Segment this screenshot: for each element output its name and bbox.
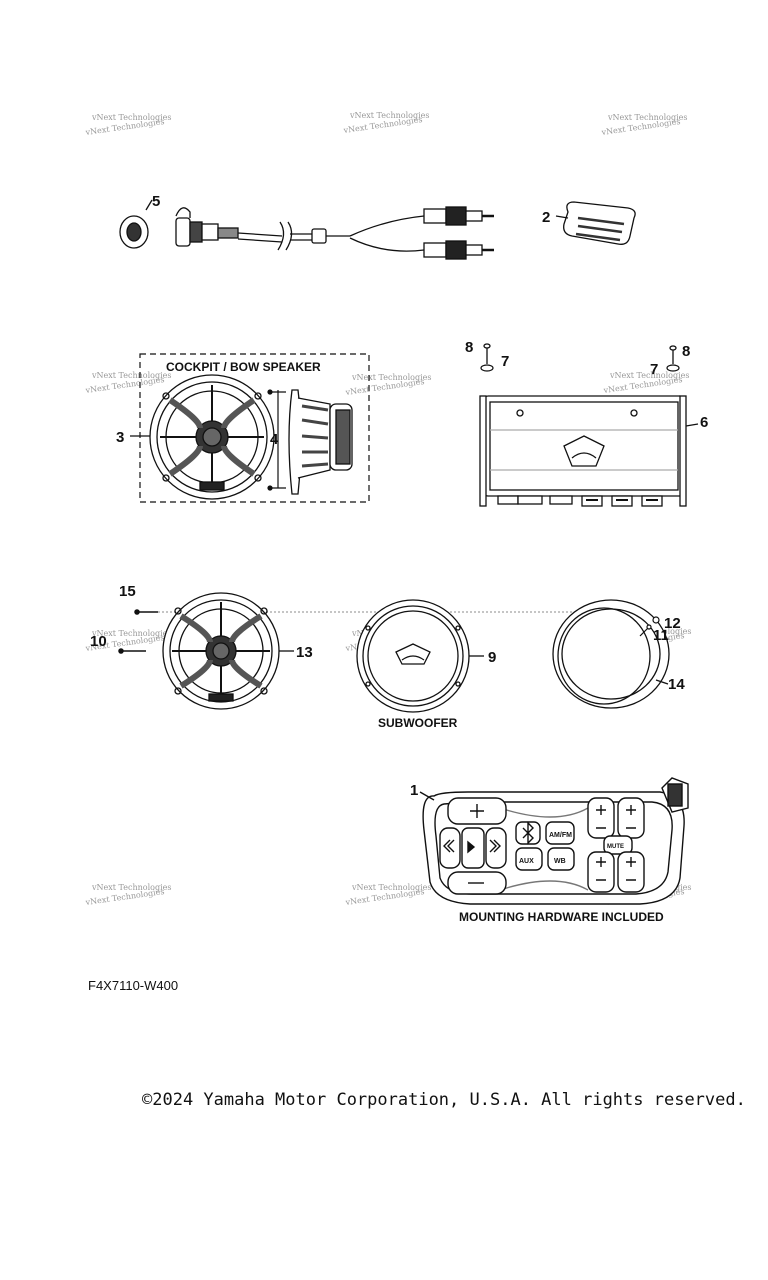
watermark-text: vNext Technologies — [351, 373, 431, 382]
part-13-speaker — [162, 592, 294, 710]
watermark-text: vNext Technologies — [91, 371, 171, 380]
callout-2: 2 — [542, 209, 550, 226]
cockpit-speaker-label: COCKPIT / BOW SPEAKER — [166, 360, 321, 374]
callout-12: 12 — [664, 615, 681, 632]
part-7-washer-left — [480, 364, 494, 372]
callout-8-right: 8 — [682, 343, 690, 360]
callout-5: 5 — [152, 193, 160, 210]
callout-1: 1 — [410, 782, 418, 799]
part-6-amplifier — [479, 395, 699, 507]
watermark: vNext Technologies vNext Technologies — [600, 113, 687, 137]
part-5-aux-cable — [119, 199, 494, 260]
callout-3: 3 — [116, 429, 124, 446]
remote-am-fm-label: AM/FM — [549, 832, 572, 839]
callout-9: 9 — [488, 649, 496, 666]
part-3-speaker-side — [288, 389, 353, 495]
part-8-screw-right — [669, 345, 677, 364]
watermark: vNext Technologies vNext Technologies — [84, 883, 171, 907]
watermark: vNext Technologies vNext Technologies — [344, 883, 431, 907]
watermark: vNext Technologies vNext Technologies — [344, 373, 431, 397]
callout-4: 4 — [270, 431, 279, 448]
callout-8-left: 8 — [465, 339, 473, 356]
callout-11: 11 — [653, 627, 669, 644]
watermark-text: vNext Technologies — [91, 629, 171, 638]
copyright-notice: ©2024 Yamaha Motor Corporation, U.S.A. A… — [142, 1090, 746, 1110]
watermark-text: vNext Technologies — [351, 883, 431, 892]
part-15-screw — [134, 609, 158, 615]
remote-mute-label: MUTE — [607, 844, 624, 850]
watermark-text: vNext Technologies — [609, 371, 689, 380]
part-1-remote-control — [419, 777, 689, 905]
callout-15: 15 — [119, 583, 136, 600]
part-12-nut — [652, 616, 660, 624]
part-9-subwoofer — [356, 599, 484, 713]
watermark-text: vNext Technologies — [91, 883, 171, 892]
watermark: vNext Technologies vNext Technologies — [84, 113, 171, 137]
watermark: vNext Technologies vNext Technologies — [342, 111, 429, 135]
cockpit-speaker-box — [139, 353, 370, 503]
callout-10: 10 — [90, 633, 107, 650]
callout-13: 13 — [296, 644, 313, 661]
watermark: vNext Technologies vNext Technologies — [602, 371, 689, 395]
watermark-text: vNext Technologies — [91, 113, 171, 122]
part-14-spacer-ring — [552, 599, 670, 709]
part-10-screw — [118, 648, 146, 654]
callout-6: 6 — [700, 414, 708, 431]
callout-7-left: 7 — [501, 353, 509, 370]
part-7-washer-right — [666, 364, 680, 372]
callout-7-right: 7 — [650, 361, 658, 378]
watermark-text: vNext Technologies — [349, 111, 429, 120]
callout-14: 14 — [668, 676, 685, 693]
mounting-hardware-label: MOUNTING HARDWARE INCLUDED — [459, 910, 664, 924]
figure-code: F4X7110-W400 — [88, 978, 179, 993]
subwoofer-label: SUBWOOFER — [378, 716, 458, 730]
part-2-wiring-clip — [555, 201, 636, 245]
part-4-screw-dimension — [267, 389, 286, 491]
remote-wb-label: WB — [554, 858, 566, 865]
remote-aux-label: AUX — [519, 858, 534, 865]
watermark-text: vNext Technologies — [607, 113, 687, 122]
watermark: vNext Technologies vNext Technologies — [84, 371, 171, 395]
part-3-speaker-front — [149, 374, 275, 500]
part-8-screw-left — [483, 343, 491, 364]
part-11-screw — [639, 624, 652, 637]
